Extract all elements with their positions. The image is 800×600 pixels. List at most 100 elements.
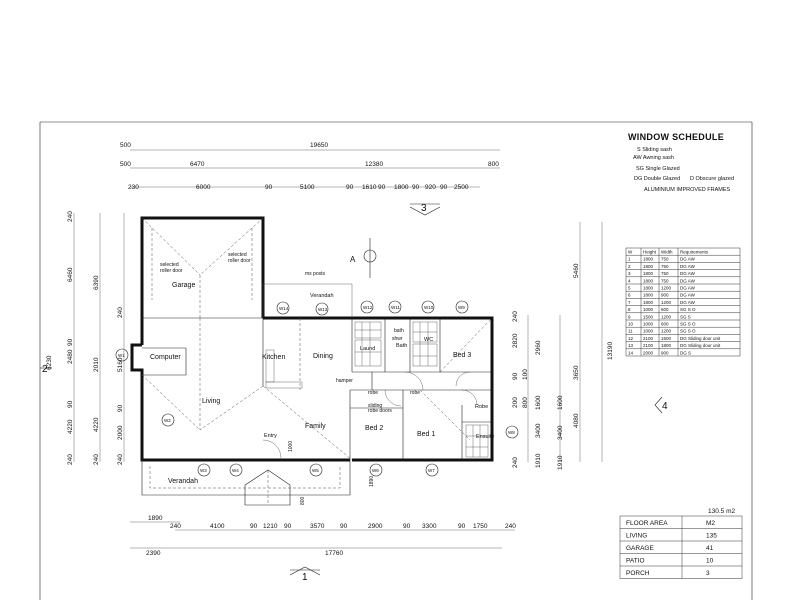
bottom-dim-2900: 2900 xyxy=(368,523,383,530)
room-family: Family xyxy=(305,423,326,430)
window-marker-11 xyxy=(388,300,402,314)
bottom-dim-17760: 17760 xyxy=(325,550,343,557)
schedule-cell: 600 xyxy=(661,307,669,312)
schedule-header-1: Height xyxy=(643,250,657,255)
window-marker-label: W13 xyxy=(318,307,328,312)
room-verandah-bottom: Verandah xyxy=(168,478,198,485)
window-marker-6 xyxy=(369,463,383,477)
schedule-cell: 900 xyxy=(661,293,669,298)
note-hamper: hamper xyxy=(336,378,353,384)
left-dim-4220a: 4220 xyxy=(67,419,74,434)
floor-area-label: GARAGE xyxy=(626,545,654,552)
room-garage: Garage xyxy=(172,282,195,289)
left-dim-6390: 6390 xyxy=(93,275,100,290)
schedule-cell: 1 xyxy=(628,257,631,262)
window-marker-label: W9 xyxy=(458,305,465,310)
window-marker-1 xyxy=(115,348,129,362)
note-bath: bath xyxy=(394,328,404,334)
left-dim-2480: 2480 xyxy=(67,349,74,364)
right-dim-2960: 2960 xyxy=(535,340,542,355)
top-dim-230: 230 xyxy=(128,184,139,191)
window-marker-label: W3 xyxy=(200,468,207,473)
floor-area-value: 135 xyxy=(706,533,717,540)
floor-plan: Garage Computer Living Kitchen Dining Fa… xyxy=(130,216,494,506)
schedule-cell: 1200 xyxy=(661,314,672,319)
left-dimensions: 6230 240 6460 90 2480 90 4220 240 6390 2… xyxy=(46,211,125,465)
section-1-label: 1 xyxy=(302,572,308,583)
schedule-cell: 1800 xyxy=(643,293,654,298)
ensuite-fixtures xyxy=(465,424,489,458)
schedule-header-3: Requirements xyxy=(680,250,709,255)
window-marker-9 xyxy=(455,300,469,314)
legend-line-2: AW Awning sash xyxy=(633,155,674,161)
right-dim-240b: 240 xyxy=(512,457,519,468)
bottom-dim-90c: 90 xyxy=(340,523,348,530)
schedule-cell: 1200 xyxy=(661,329,672,334)
schedule-cell: 12 xyxy=(628,336,634,341)
bottom-dim-90e: 90 xyxy=(458,523,466,530)
window-marker-7 xyxy=(425,463,439,477)
schedule-header-0: W xyxy=(628,250,633,255)
schedule-cell: DG Sliding door unit xyxy=(680,343,721,348)
schedule-cell: 1000 xyxy=(643,329,654,334)
right-dim-2820: 2820 xyxy=(512,333,519,348)
schedule-cell: 2100 xyxy=(643,336,654,341)
schedule-cell: 9 xyxy=(628,314,631,319)
top-dim-90e: 90 xyxy=(440,184,448,191)
sheet-border xyxy=(39,121,753,600)
left-dim-240d: 240 xyxy=(117,307,124,318)
top-dimensions: 500 19650 500 6470 12380 800 230 6000 90… xyxy=(120,142,500,191)
top-dim-90d: 90 xyxy=(412,184,420,191)
schedule-cell: 1000 xyxy=(643,322,654,327)
window-schedule: WINDOW SCHEDULE S Sliding sash AW Awning… xyxy=(628,132,734,193)
schedule-cell: 750 xyxy=(661,271,669,276)
floor-area-label: PORCH xyxy=(626,570,650,577)
floor-area-header: FLOOR AREA xyxy=(626,520,668,527)
window-marker-3 xyxy=(197,463,211,477)
floor-area-label: LIVING xyxy=(626,533,647,540)
top-dim-6000: 6000 xyxy=(196,184,211,191)
top-dim-5100: 5100 xyxy=(300,184,315,191)
left-dim-6460: 6460 xyxy=(67,267,74,282)
left-dim-90a: 90 xyxy=(67,338,74,346)
section-a-label: A xyxy=(350,255,356,264)
window-marker-label: W12 xyxy=(363,305,373,310)
schedule-cell: 11 xyxy=(628,329,633,334)
schedule-cell: DG AW xyxy=(680,278,696,283)
schedule-cell: 1500 xyxy=(661,336,672,341)
right-dim-3650: 3650 xyxy=(573,365,580,380)
schedule-cell: 2 xyxy=(628,264,631,269)
bottom-dim-1210: 1210 xyxy=(263,523,278,530)
window-marker-label: W6 xyxy=(372,468,379,473)
bottom-dim-240b: 240 xyxy=(505,523,516,530)
room-bed2: Bed 2 xyxy=(365,425,383,432)
schedule-cell: 1800 xyxy=(643,300,654,305)
window-marker-label: W14 xyxy=(279,306,289,311)
schedule-cell: SG S O xyxy=(680,307,696,312)
schedule-cell: 1200 xyxy=(661,300,672,305)
window-marker-4 xyxy=(229,463,243,477)
right-dim-13190: 13190 xyxy=(607,342,614,360)
schedule-cell: 7 xyxy=(628,300,631,305)
bottom-dim-2390: 2390 xyxy=(146,550,161,557)
window-marker-10 xyxy=(421,300,435,314)
section-marker-a: A xyxy=(350,238,377,278)
section-marker-3: 3 xyxy=(409,203,441,216)
section-2-label: 2 xyxy=(42,364,48,375)
schedule-cell: 1800 xyxy=(661,343,672,348)
top-dim-500a: 500 xyxy=(120,142,131,149)
top-dim-920: 920 xyxy=(425,184,436,191)
section-4-label: 4 xyxy=(662,401,668,412)
top-dim-90b: 90 xyxy=(346,184,354,191)
floor-area-total: 130.5 m2 xyxy=(708,508,735,515)
room-bed1: Bed 1 xyxy=(417,431,435,438)
top-dim-2500: 2500 xyxy=(454,184,469,191)
window-marker-label: W7 xyxy=(428,468,435,473)
schedule-cell: DG S xyxy=(680,350,691,355)
window-marker-8 xyxy=(505,425,519,439)
